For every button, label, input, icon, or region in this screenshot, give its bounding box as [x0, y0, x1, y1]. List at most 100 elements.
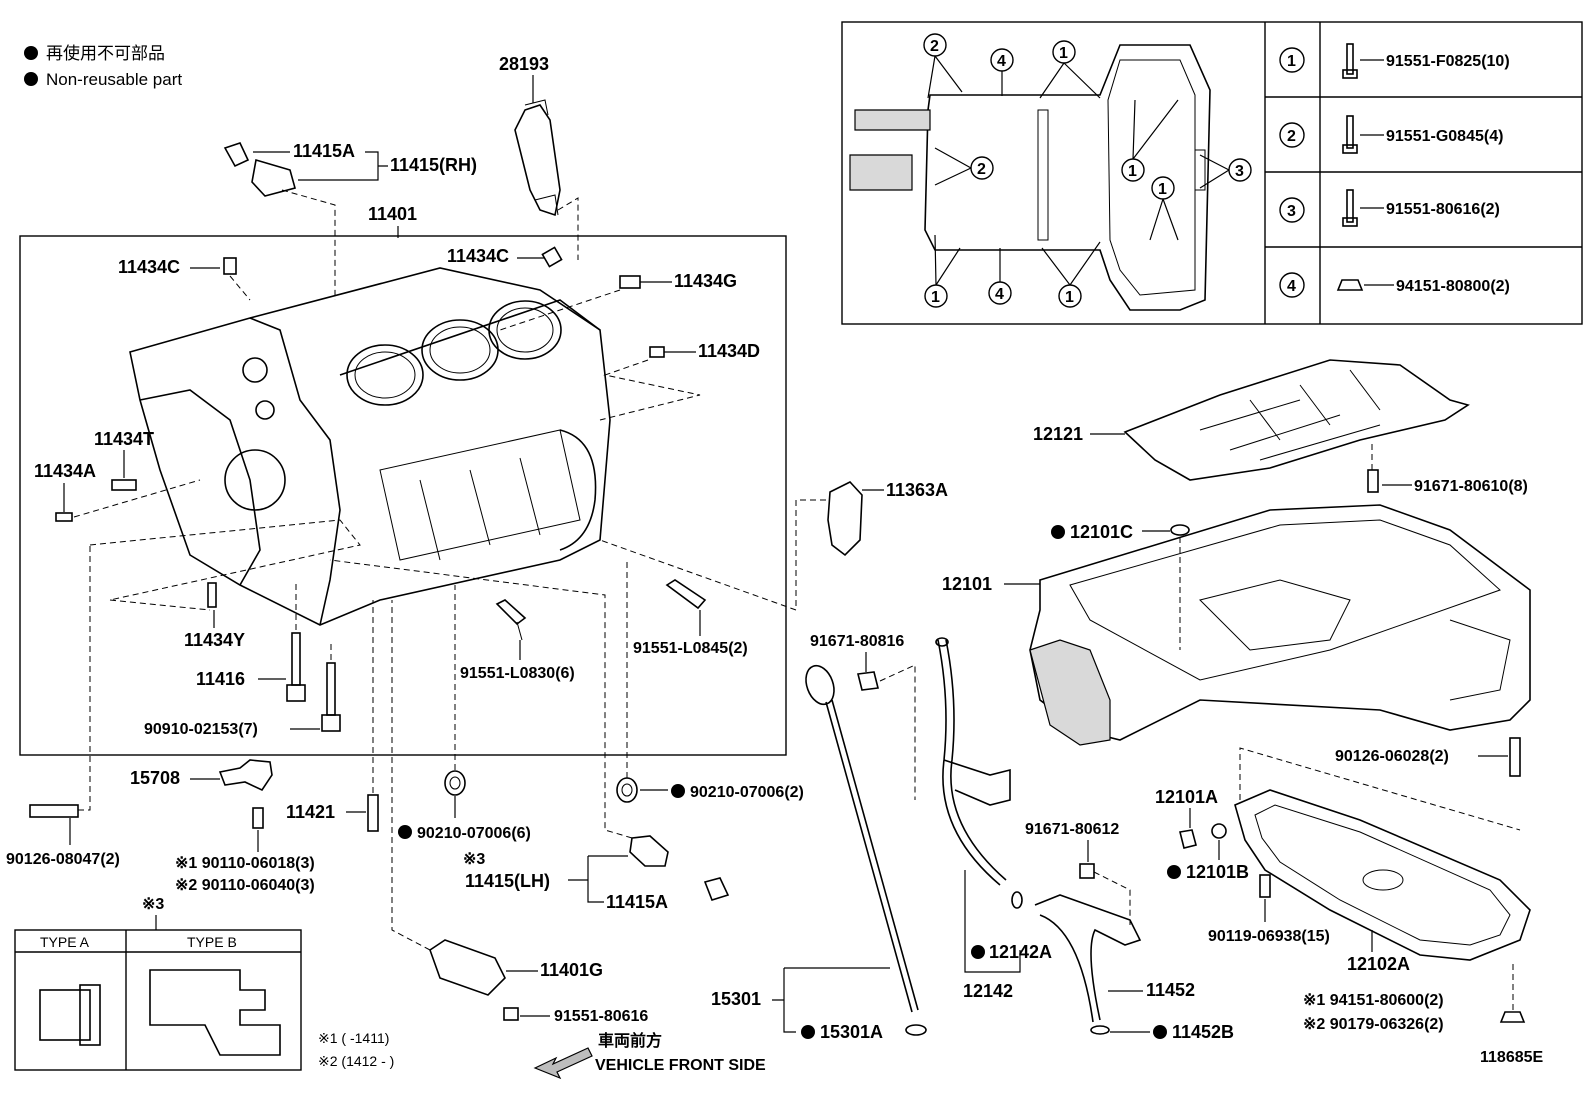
callout-1-text: 1 [1065, 289, 1074, 306]
label-90210-2: 90210-07006(2) [690, 784, 804, 801]
label-90119: 90119-06938(15) [1208, 928, 1330, 945]
leader [964, 870, 1021, 973]
label-11434T: 11434T [94, 429, 154, 449]
label-91671-80816: 91671-80816 [810, 633, 904, 650]
bracket-11363A [827, 481, 863, 557]
bracket-28193-tabs [524, 99, 559, 216]
row-3-callout [1279, 197, 1305, 223]
legend-en: Non-reusable part [46, 70, 182, 89]
bolt-90119 [1259, 874, 1271, 898]
guide-line [329, 559, 633, 839]
dowel-11434A [55, 512, 73, 522]
label-11401G: 11401G [540, 960, 603, 980]
type-a-plug [39, 989, 91, 1041]
type-a-plug-head [79, 984, 101, 1046]
label-90110-2: ※2 90110-06040(3) [175, 877, 315, 894]
non-reusable-dot-icon [1153, 1025, 1167, 1039]
pan-pipe [854, 109, 931, 131]
bolt-location-inset: 2 4 1 2 1 1 3 1 4 [841, 21, 1583, 325]
block-ribs [419, 457, 541, 561]
label-91551-L0830: 91551-L0830(6) [460, 665, 575, 682]
label-11415-rh: 11415(RH) [390, 155, 477, 175]
crank-bore [224, 449, 286, 511]
row-1-num: 1 [1287, 53, 1296, 70]
type-a-header: TYPE A [40, 934, 90, 950]
gasket-90210-2-hole [621, 783, 633, 797]
lower-oil-pan [1234, 789, 1531, 961]
label-90179: ※2 90179-06326(2) [1303, 1016, 1444, 1033]
guide-line [499, 289, 621, 331]
bolt-91551-L0830 [495, 599, 527, 626]
non-reusable-dot-icon [971, 945, 985, 959]
inset-table: 1 91551-F0825(10) 2 91551-G0845(4) 3 915… [1279, 43, 1510, 298]
bolt-11416-shank [291, 632, 301, 686]
guide-line [295, 580, 332, 660]
non-reusable-dot-icon [24, 72, 38, 86]
callout-1-text: 1 [1158, 181, 1167, 198]
guide-tube-top [935, 637, 949, 647]
row-2-num: 2 [1287, 128, 1296, 145]
non-reusable-dot-icon [24, 46, 38, 60]
pan-rib [1037, 109, 1049, 241]
row-4-callout [1279, 272, 1305, 298]
stud-90126-06028 [1509, 737, 1521, 777]
bolt-91551-L0830-shank [516, 621, 523, 641]
guide-line [599, 359, 701, 421]
row-3-num: 3 [1287, 203, 1296, 220]
nut-94151 [1499, 1011, 1526, 1023]
part-12121: 12121 91671-80610(8) [1033, 359, 1528, 495]
o-ring-15301A [905, 1024, 927, 1036]
bolt-91671-80816 [857, 671, 879, 691]
label-11452: 11452 [1146, 980, 1195, 1000]
guide-line [73, 479, 361, 611]
type-b-sensor [149, 969, 281, 1056]
label-90910: 90910-02153(7) [144, 721, 258, 738]
dipstick-blade [825, 701, 913, 1013]
part-12101: 12101C 12101 [942, 440, 1531, 746]
bolt-icon [1346, 115, 1354, 149]
label-15301A: 15301A [820, 1022, 883, 1042]
label-12101C: 12101C [1070, 522, 1133, 542]
sensor-11401G [429, 939, 506, 996]
drain-plug-area [1362, 869, 1404, 891]
footer-notes: ※1 ( -1411) ※2 (1412 - ) 車両前方 VEHICLE FR… [318, 1030, 1544, 1080]
pan-top-view [924, 44, 1211, 311]
plug-11415A-bottom [703, 877, 730, 901]
label-12102A: 12102A [1347, 954, 1410, 974]
lower-pan-inner [1254, 804, 1511, 946]
dowel-11434G [619, 275, 641, 289]
bolt-head-icon [1342, 217, 1358, 227]
stud-90126-08047 [29, 804, 79, 818]
label-11415A-bottom: 11415A [606, 892, 668, 912]
engine-block-frame [19, 235, 787, 756]
pan-flange [1069, 519, 1501, 681]
bolt-11416-head [286, 684, 306, 702]
bore-3-inner [496, 307, 554, 353]
label-11421: 11421 [286, 802, 335, 822]
drain-plug-12101A [1179, 829, 1197, 849]
non-reusable-dot-icon [671, 784, 685, 798]
part-11401G: 11401G 91551-80616 [391, 600, 648, 1025]
label-91671-80610: 91671-80610(8) [1414, 478, 1528, 495]
label-11452B: 11452B [1172, 1022, 1234, 1042]
date-range-1: ※1 ( -1411) [318, 1030, 389, 1046]
bolt-icon [1346, 189, 1354, 223]
plug-11415A-top [223, 142, 250, 168]
dowel-11434C-right [541, 246, 563, 268]
block-skirt [379, 429, 581, 561]
leader [568, 855, 628, 903]
cylinder-block-outline [129, 267, 611, 626]
gasket-90210-6-hole [449, 776, 461, 790]
block-side-edge [249, 317, 341, 626]
label-11434C-right: 11434C [447, 246, 509, 266]
guide-line [78, 545, 91, 811]
leader [1199, 154, 1230, 189]
part-11415-lh-group: ※3 11415(LH) 11415A [329, 559, 730, 912]
guide-bracket [943, 759, 1011, 806]
diagram-id: 118685E [1480, 1049, 1544, 1066]
bolt-91551-80616-bottom [503, 1007, 519, 1021]
strainer-pipe [1034, 894, 1142, 1021]
bore-1 [346, 344, 424, 406]
non-reusable-dot-icon [398, 825, 412, 839]
pan-sump [1107, 59, 1196, 296]
